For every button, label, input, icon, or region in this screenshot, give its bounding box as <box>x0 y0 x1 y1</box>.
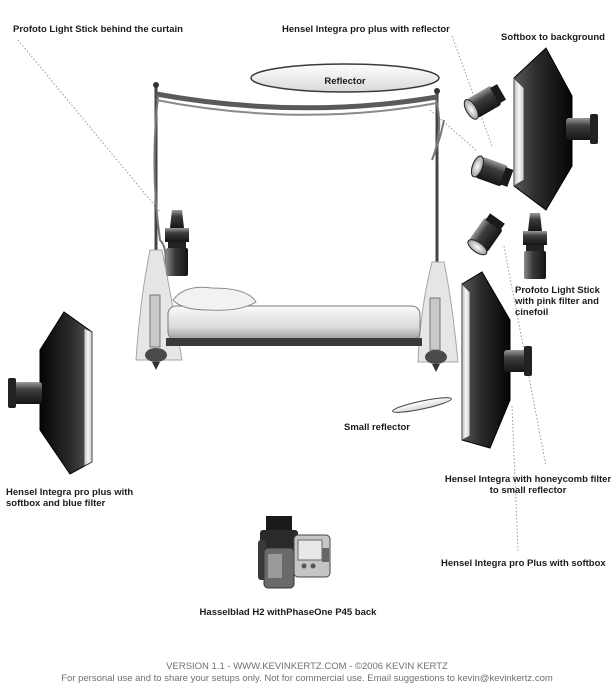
small-reflector <box>392 397 452 413</box>
label-profoto-curtain: Profoto Light Stick behind the curtain <box>13 24 183 35</box>
studio-strobe-icon <box>463 84 507 120</box>
label-hensel-honeycomb-2: to small reflector <box>490 485 567 496</box>
label-hensel-blue-2: softbox and blue filter <box>6 498 106 509</box>
studio-strobe-icon <box>470 155 514 187</box>
footer-version-line: VERSION 1.1 - WWW.KEVINKERTZ.COM - ©2006… <box>166 661 448 672</box>
pointer-lines <box>17 35 547 553</box>
label-hensel-honeycomb-1: Hensel Integra with honeycomb filter <box>445 474 612 485</box>
label-hensel-blue-1: Hensel Integra pro plus with <box>6 487 133 498</box>
diagram-labels: Profoto Light Stick behind the curtain H… <box>6 24 611 618</box>
label-reflector: Reflector <box>324 76 365 87</box>
label-hensel-softbox: Hensel Integra pro Plus with softbox <box>441 558 606 569</box>
label-profoto-pink-2: with pink filter and <box>514 296 599 307</box>
label-profoto-pink-1: Profoto Light Stick <box>515 285 601 296</box>
softbox-icon <box>513 47 598 211</box>
softbox-icon <box>461 271 532 449</box>
label-hensel-reflector: Hensel Integra pro plus with reflector <box>282 24 450 35</box>
label-camera: Hasselblad H2 withPhaseOne P45 back <box>200 607 378 618</box>
four-poster-bed-icon <box>135 82 459 372</box>
footer-usage-line: For personal use and to share your setup… <box>61 673 553 684</box>
label-softbox-background: Softbox to background <box>501 32 605 43</box>
reflector-top <box>250 63 440 93</box>
studio-strobe-icon <box>467 213 505 256</box>
footer: VERSION 1.1 - WWW.KEVINKERTZ.COM - ©2006… <box>61 661 553 684</box>
label-small-reflector: Small reflector <box>344 422 410 433</box>
light-stick-icon <box>523 213 547 279</box>
medium-format-camera-icon <box>258 516 331 589</box>
softbox-icon <box>8 311 93 475</box>
label-profoto-pink-3: cinefoil <box>515 307 548 318</box>
light-stick-icon <box>165 210 189 276</box>
